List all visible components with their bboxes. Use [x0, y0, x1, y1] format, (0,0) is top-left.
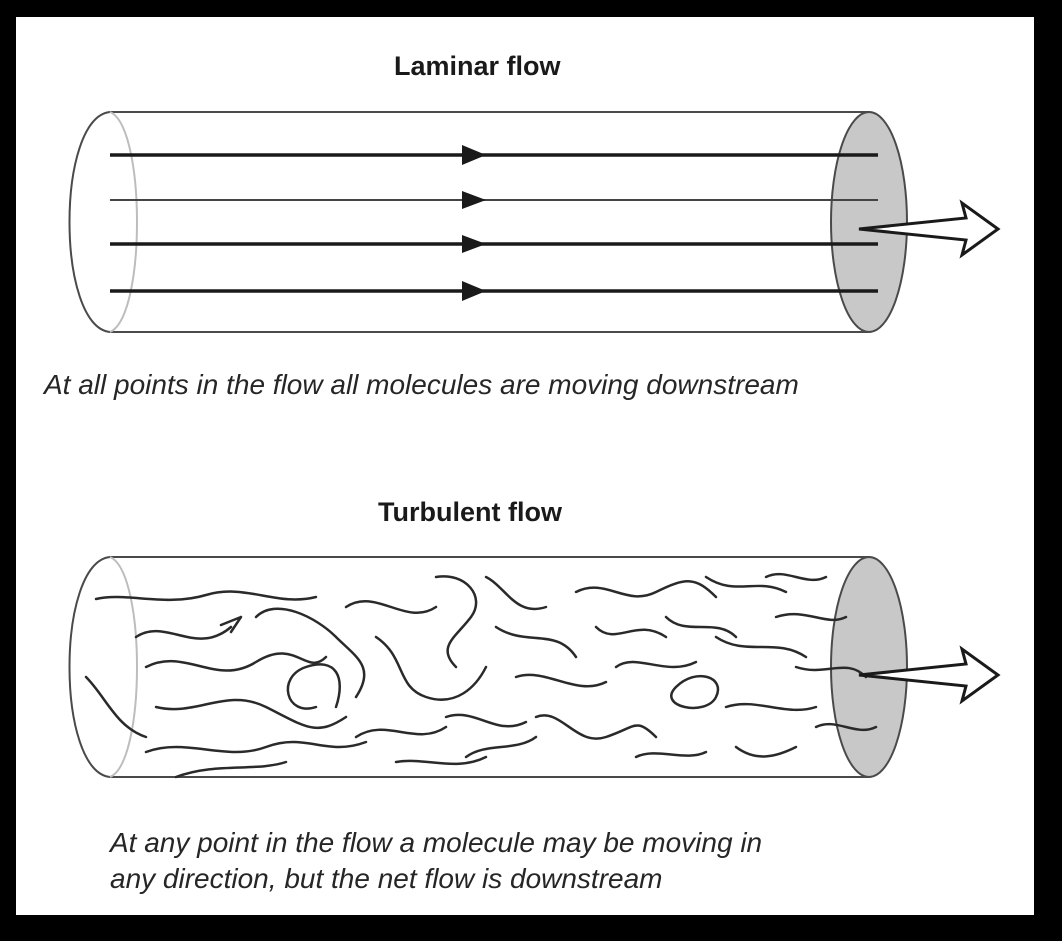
laminar-outflow-arrow-icon: [858, 199, 1001, 259]
turbulent-caption-line-2: any direction, but the net flow is downs…: [110, 863, 663, 894]
turbulent-caption-line-1: At any point in the flow a molecule may …: [110, 827, 763, 858]
laminar-streamlines: [110, 153, 878, 293]
arrowhead-icon: [462, 235, 486, 253]
arrowhead-icon: [462, 191, 486, 209]
turbulent-outflow-arrow-icon: [858, 645, 1001, 705]
arrowhead-icon: [462, 145, 486, 165]
laminar-flow-caption: At all points in the flow all molecules …: [44, 369, 799, 400]
laminar-arrowheads: [462, 145, 486, 301]
turbulent-flow-title: Turbulent flow: [378, 497, 562, 527]
laminar-pipe: [68, 111, 908, 333]
laminar-flow-title: Laminar flow: [394, 51, 561, 81]
turbulent-flow-caption: At any point in the flow a molecule may …: [110, 825, 762, 897]
arrowhead-icon: [462, 281, 486, 301]
diagram-canvas: Laminar flow: [16, 17, 1034, 915]
turbulent-squiggles: [84, 572, 878, 779]
turbulent-pipe: [68, 556, 908, 778]
flow-illustration: [68, 111, 1001, 779]
